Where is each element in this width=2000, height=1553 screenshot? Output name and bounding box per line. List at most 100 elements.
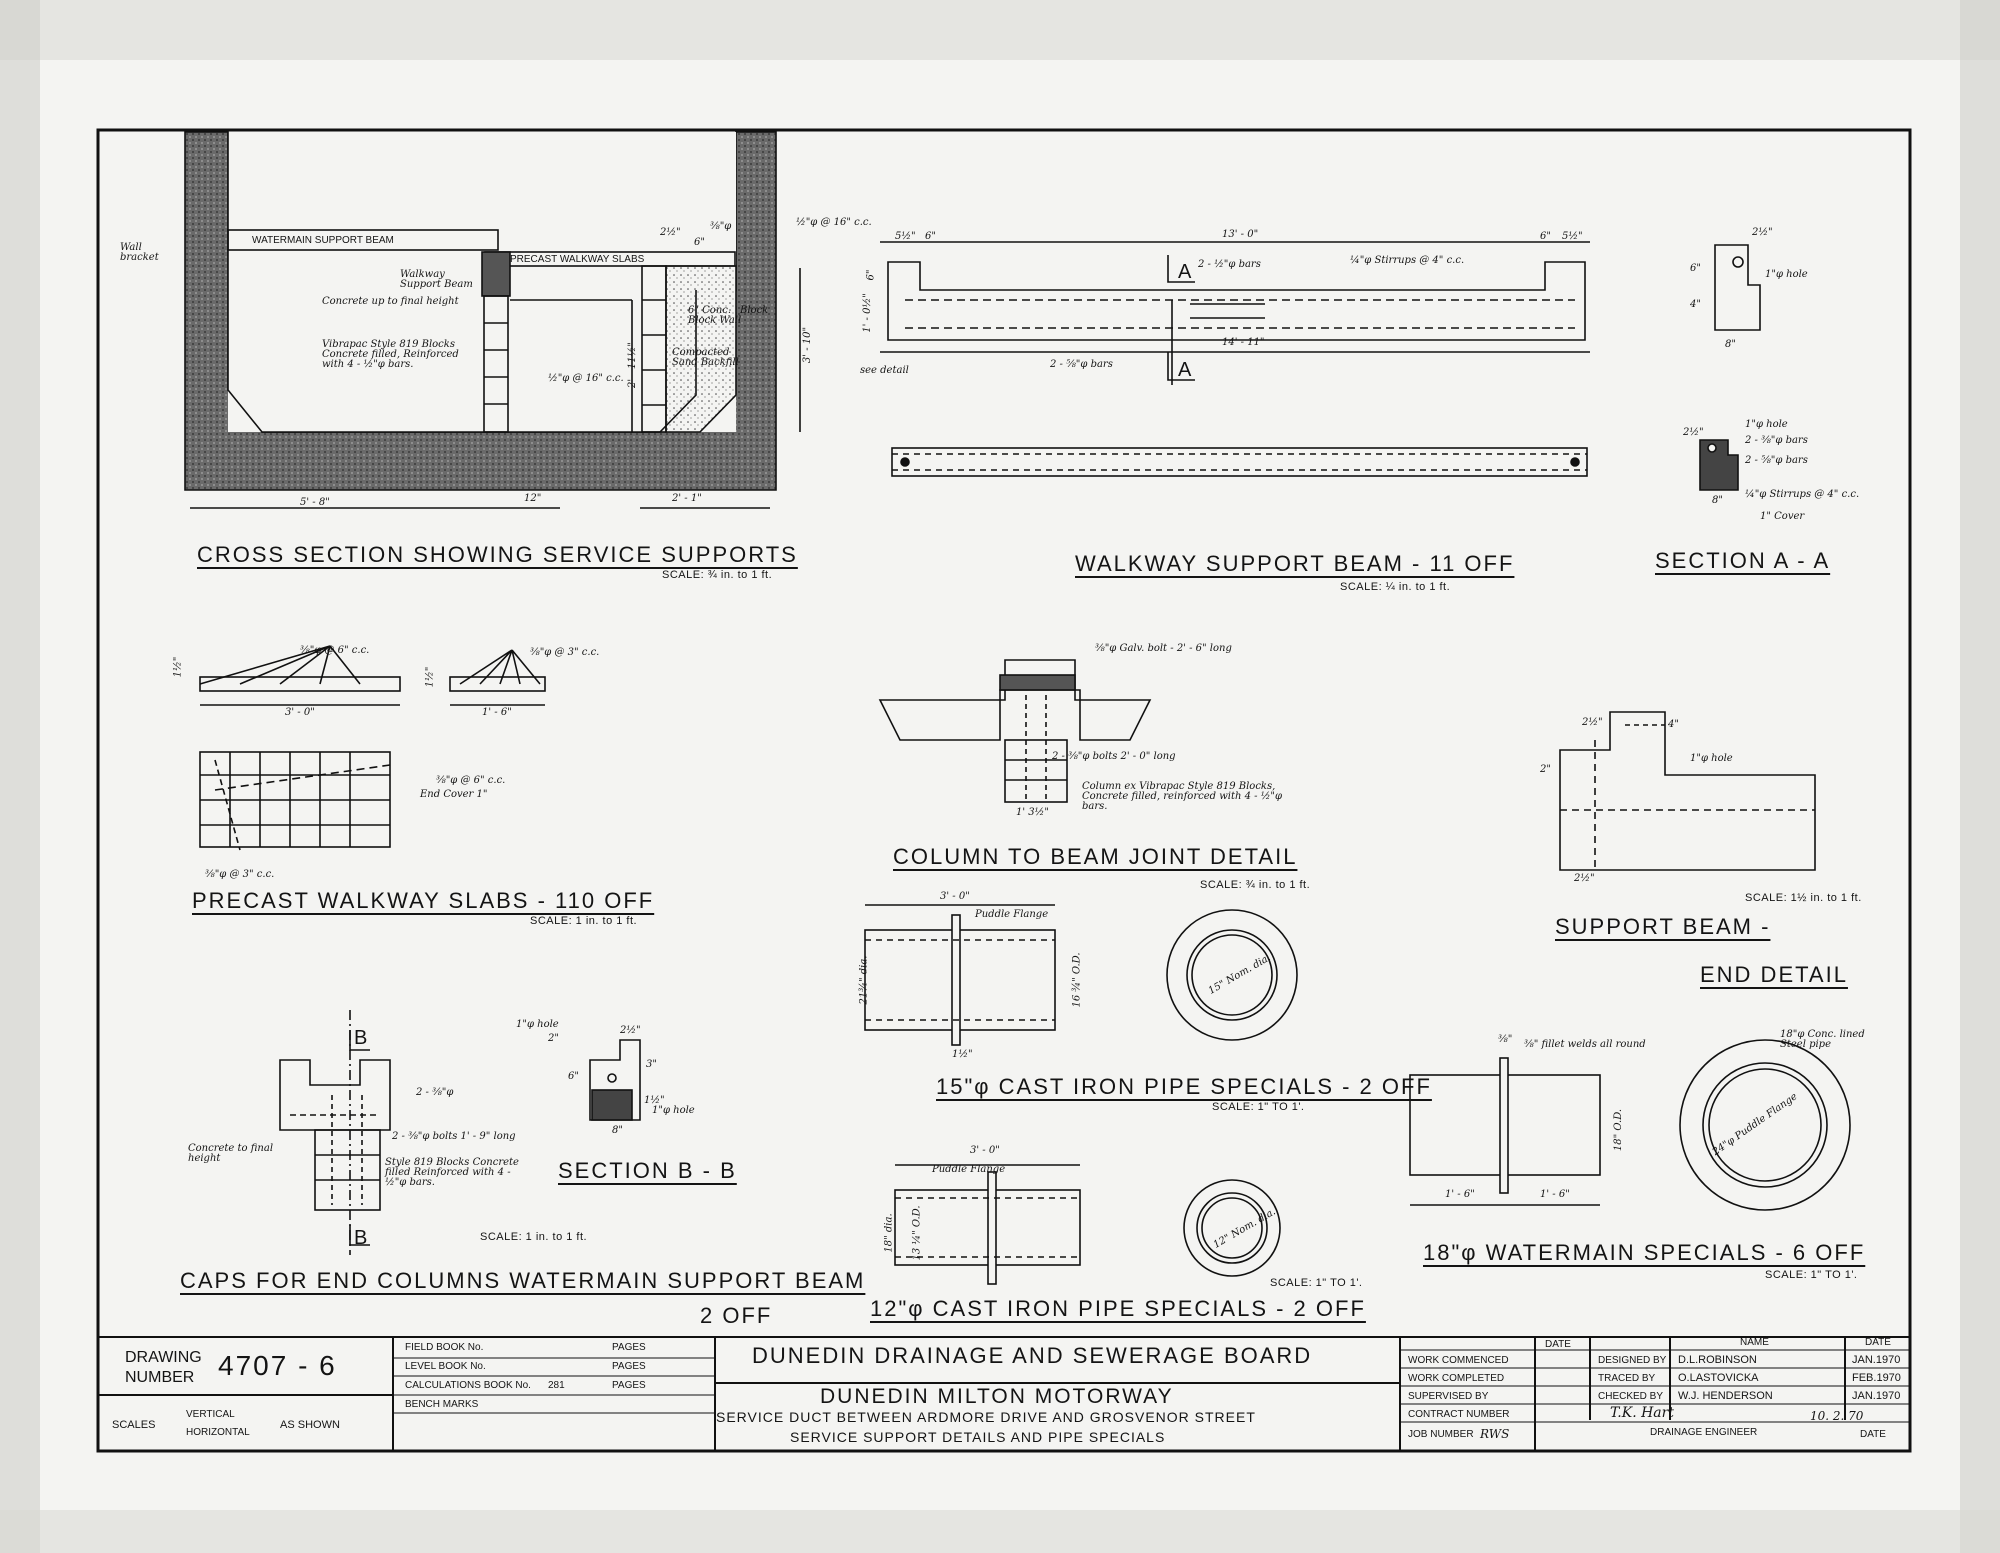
bar-16cc-top-note: ½"φ @ 16" c.c.	[796, 217, 872, 228]
aa-dim-8: 8"	[1725, 339, 1736, 350]
watermain18-scale: SCALE: 1" TO 1'.	[1765, 1269, 1858, 1281]
sb-dim-2half-b: 2½"	[1574, 873, 1595, 884]
caps-section-b-bottom: B	[354, 1227, 368, 1249]
field-book-label: FIELD BOOK No.	[405, 1342, 484, 1353]
support-beam-title: SUPPORT BEAM -	[1555, 914, 1771, 939]
pages-label-b: PAGES	[612, 1361, 646, 1372]
bar-16cc-note: ½"φ @ 16" c.c.	[548, 373, 624, 384]
pipe12-dia-in: 13 ¼" O.D.	[911, 1205, 923, 1261]
slab-dim-3-0: 3' - 0"	[285, 707, 315, 718]
number-label: NUMBER	[125, 1369, 195, 1386]
wm-dim-l1: 1' - 6"	[1445, 1189, 1475, 1200]
dim-6-vertical: 6"	[865, 269, 877, 281]
caps-bars-note: 2 - ⅜"φ	[416, 1087, 454, 1098]
pipe15-scale: SCALE: 1" TO 1'.	[1212, 1101, 1305, 1113]
bars-bottom-note: 2 - ⅝"φ bars	[1050, 359, 1113, 370]
pipe15-len: 3' - 0"	[940, 891, 970, 902]
bb-dim-6: 6"	[568, 1071, 579, 1082]
hole-top-note: 1"φ hole	[1765, 269, 1808, 280]
support-beam-scale: SCALE: 1½ in. to 1 ft.	[1745, 892, 1862, 904]
drawing-number: 4707 - 6	[218, 1350, 337, 1381]
engineer-date-label: DATE	[1860, 1429, 1886, 1440]
section-bb-title: SECTION B - B	[558, 1158, 737, 1183]
aa-dim-4: 4"	[1690, 299, 1701, 310]
pipe15-dia-in: 16 ¾" O.D.	[1071, 952, 1083, 1008]
conc-lined-note: 18"φ Conc. lined Steel pipe	[1780, 1029, 1865, 1050]
slab-dim-1half-b: 1½"	[424, 666, 436, 688]
hole-mid-note: 1"φ hole	[1745, 419, 1788, 430]
dim-5-8: 5' - 8"	[300, 497, 330, 508]
slab-dim-1half: 1½"	[172, 656, 184, 678]
precast-slabs-title: PRECAST WALKWAY SLABS - 110 OFF	[192, 888, 655, 913]
pipe15-d1: 1½"	[952, 1049, 973, 1060]
caps-drawing	[279, 1010, 391, 1255]
supervised-by-label: SUPERVISED BY	[1408, 1391, 1489, 1402]
pipe15-title: 15"φ CAST IRON PIPE SPECIALS - 2 OFF	[936, 1074, 1432, 1099]
traced-by-label: TRACED BY	[1598, 1373, 1656, 1384]
pipe12-puddle-note: Puddle Flange	[932, 1164, 1006, 1175]
bb-hole-a: 1"φ hole	[516, 1019, 559, 1030]
name-column-label: NAME	[1740, 1337, 1769, 1348]
caps-bolts-note: 2 - ⅜"φ bolts 1' - 9" long	[392, 1131, 516, 1142]
dim-5half: 5½"	[895, 231, 916, 242]
galv-bolt-note: ⅜"φ Galv. bolt - 2' - 6" long	[1095, 643, 1232, 654]
drawing-label: DRAWING	[125, 1349, 202, 1366]
pipe15-puddle-note: Puddle Flange	[975, 909, 1049, 920]
column-dim: 1' 3½"	[1016, 807, 1049, 818]
dim-13-0: 13' - 0"	[1222, 229, 1259, 240]
bars-b-note: 2 - ⅝"φ bars	[1745, 455, 1808, 466]
bench-marks-label: BENCH MARKS	[405, 1399, 479, 1410]
column-joint-title: COLUMN TO BEAM JOINT DETAIL	[893, 844, 1298, 869]
date-column-label: DATE	[1545, 1339, 1571, 1350]
subtitle-line-2: SERVICE SUPPORT DETAILS AND PIPE SPECIAL…	[790, 1429, 1166, 1445]
calc-book-number: 281	[548, 1380, 565, 1391]
dim-6: 6"	[694, 237, 705, 248]
pipe12-scale: SCALE: 1" TO 1'.	[1270, 1277, 1363, 1289]
checked-by-label: CHECKED BY	[1598, 1391, 1664, 1402]
engineer-label: DRAINAGE ENGINEER	[1650, 1427, 1758, 1438]
watermain18-drawing	[1409, 1039, 1851, 1211]
dim-2-11: 2' - 11½"	[626, 342, 638, 388]
pages-label-c: PAGES	[612, 1380, 646, 1391]
support-hole-note: 1"φ hole	[1690, 753, 1733, 764]
sb-dim-4: 4"	[1668, 719, 1679, 730]
title-block-grid	[98, 1336, 1910, 1451]
bb-dim-8: 8"	[612, 1125, 623, 1136]
cross-section-view	[184, 131, 801, 509]
conc-block-wall-note: 6" Conc. Block Wall	[688, 305, 742, 326]
wm-dim-38: ⅜"	[1498, 1034, 1513, 1045]
designed-by-label: DESIGNED BY	[1598, 1355, 1667, 1366]
dim-12: 12"	[524, 493, 542, 504]
wm-dim-od: 18" O.D.	[1613, 1108, 1625, 1152]
section-a-marker-bottom: A	[1178, 359, 1192, 381]
section-a-marker-top: A	[1178, 261, 1192, 283]
walkway-beam-scale: SCALE: ¼ in. to 1 ft.	[1340, 581, 1451, 593]
as-shown-label: AS SHOWN	[280, 1419, 340, 1431]
section-aa-title: SECTION A - A	[1655, 548, 1831, 573]
wall-bracket-note: Wall bracket	[120, 242, 159, 263]
end-detail-title: END DETAIL	[1700, 962, 1848, 987]
bb-dim-1: 1½"	[644, 1095, 665, 1106]
pipe12-len: 3' - 0"	[970, 1145, 1000, 1156]
vertical-label: VERTICAL	[186, 1409, 235, 1420]
bar-3cc-plan-note: ⅜"φ @ 3" c.c.	[205, 869, 275, 880]
bb-dim-3: 3"	[646, 1059, 657, 1070]
board-name: DUNEDIN DRAINAGE AND SEWERAGE BOARD	[752, 1343, 1313, 1368]
bar-6cc-plan-note: ⅜"φ @ 6" c.c.	[436, 775, 506, 786]
pipe12-drawing	[894, 1164, 1281, 1285]
walkway-beam-plan	[891, 447, 1588, 477]
stirrups-note: ¼"φ Stirrups @ 4" c.c.	[1350, 255, 1465, 266]
precast-slab-drawings	[199, 645, 546, 851]
dim-38: ⅜"φ	[710, 221, 732, 232]
traced-date: FEB.1970	[1852, 1372, 1901, 1384]
walkway-beam-title: WALKWAY SUPPORT BEAM - 11 OFF	[1075, 551, 1515, 576]
support-beam-end-drawing	[1559, 711, 1816, 871]
wm-dim-l2: 1' - 6"	[1540, 1189, 1570, 1200]
horizontal-label: HORIZONTAL	[186, 1427, 250, 1438]
bars-a-note: 2 - ⅜"φ bars	[1745, 435, 1808, 446]
pipe15-drawing	[864, 904, 1298, 1046]
contract-number-label: CONTRACT NUMBER	[1408, 1409, 1510, 1420]
work-commenced-label: WORK COMMENCED	[1408, 1355, 1509, 1366]
bb-dim-2half: 2½"	[620, 1025, 641, 1036]
